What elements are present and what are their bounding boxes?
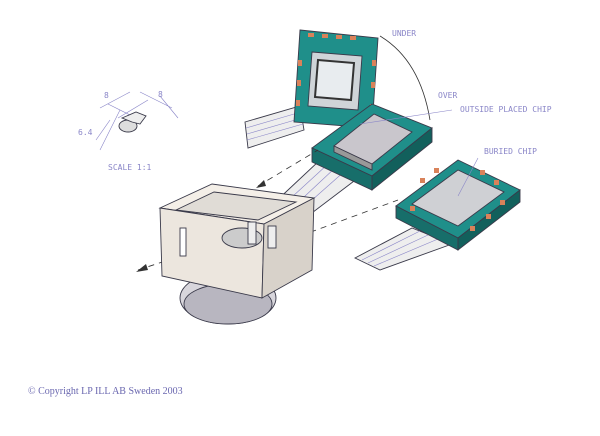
buried-chip-label: BURIED CHIP [484, 147, 537, 156]
copyright-text: © Copyright LP ILL AB Sweden 2003 [28, 386, 183, 397]
socket-housing [158, 183, 316, 325]
flip-arc-arrow [379, 35, 431, 121]
top-chip-under [244, 29, 379, 149]
scale-label: SCALE 1:1 [108, 163, 152, 172]
scale-part-drawing: 8 8 6.4 SCALE 1:1 [78, 90, 179, 172]
dim-height-label: 6.4 [78, 128, 93, 137]
over-label: OVER [438, 91, 457, 100]
outside-placed-chip-label: OUTSIDE PLACED CHIP [460, 105, 552, 114]
under-label: UNDER [392, 29, 416, 38]
dim-width-label: 8 [104, 91, 109, 100]
dim-depth-label: 8 [158, 90, 163, 99]
buried-chip: BURIED CHIP [353, 147, 537, 271]
